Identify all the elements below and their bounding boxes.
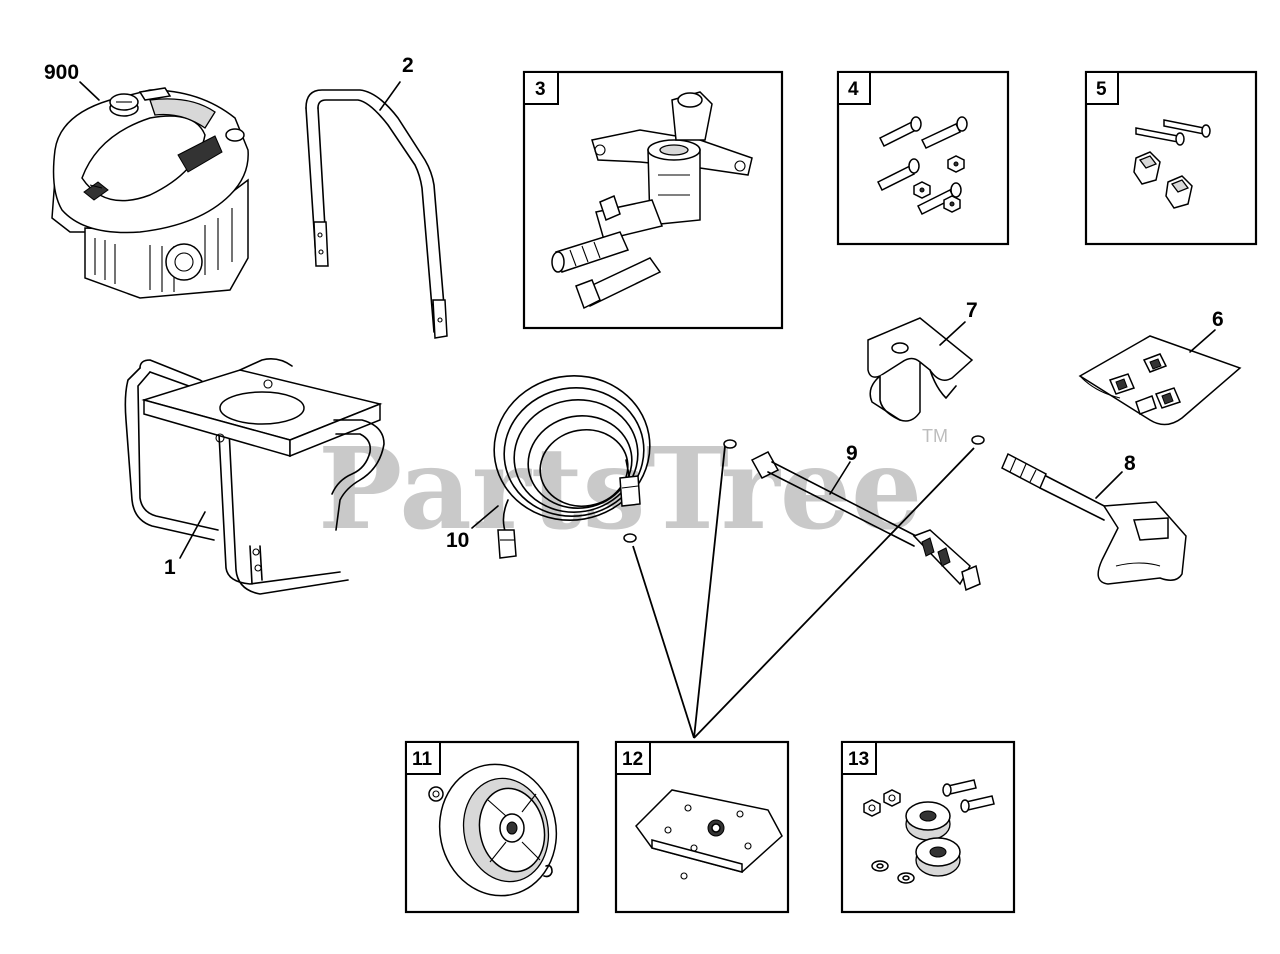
foot-kit-box-part-12[interactable] (614, 740, 790, 914)
hardware-box-part-4[interactable] (836, 70, 1010, 246)
callout-6: 6 (1212, 308, 1224, 331)
engine-part-900[interactable] (51, 81, 249, 299)
nozzle-holder-part-7[interactable] (867, 317, 974, 422)
callout-11: 11 (412, 749, 433, 770)
callout-13: 13 (848, 749, 869, 770)
bolts-and-clips-illustration (1133, 119, 1211, 209)
callout-3: 3 (535, 79, 546, 100)
callout-12: 12 (622, 749, 643, 770)
hose-part-10[interactable] (471, 364, 661, 559)
callout-2: 2 (402, 54, 414, 77)
callout-9: 9 (846, 442, 858, 465)
callout-10: 10 (446, 529, 469, 552)
bumpers-and-hardware-illustration (863, 779, 995, 884)
bolts-and-nuts-illustration (876, 116, 968, 216)
callout-900: 900 (44, 61, 79, 84)
callout-1: 1 (164, 556, 176, 579)
nozzle-kit-part-6[interactable] (1078, 329, 1242, 426)
foot-pad-illustration (635, 789, 783, 880)
pump-illustration (551, 91, 753, 310)
watermark-trademark: TM (922, 426, 948, 446)
callout-4: 4 (848, 79, 859, 100)
handle-part-2[interactable] (305, 81, 448, 339)
hardware-box-part-5[interactable] (1084, 70, 1258, 246)
callout-5: 5 (1096, 79, 1107, 100)
frame-part-1[interactable] (124, 358, 385, 595)
washer-leader-lines (632, 445, 975, 739)
spray-gun-part-8[interactable] (971, 435, 1187, 585)
wheel-illustration (428, 763, 558, 897)
lance-part-9[interactable] (723, 439, 981, 592)
callout-8: 8 (1124, 452, 1136, 475)
callout-7: 7 (966, 299, 978, 322)
bumper-kit-box-part-13[interactable] (840, 740, 1016, 914)
wheel-kit-box-part-11[interactable] (404, 740, 580, 914)
pump-box-part-3[interactable] (522, 70, 784, 330)
